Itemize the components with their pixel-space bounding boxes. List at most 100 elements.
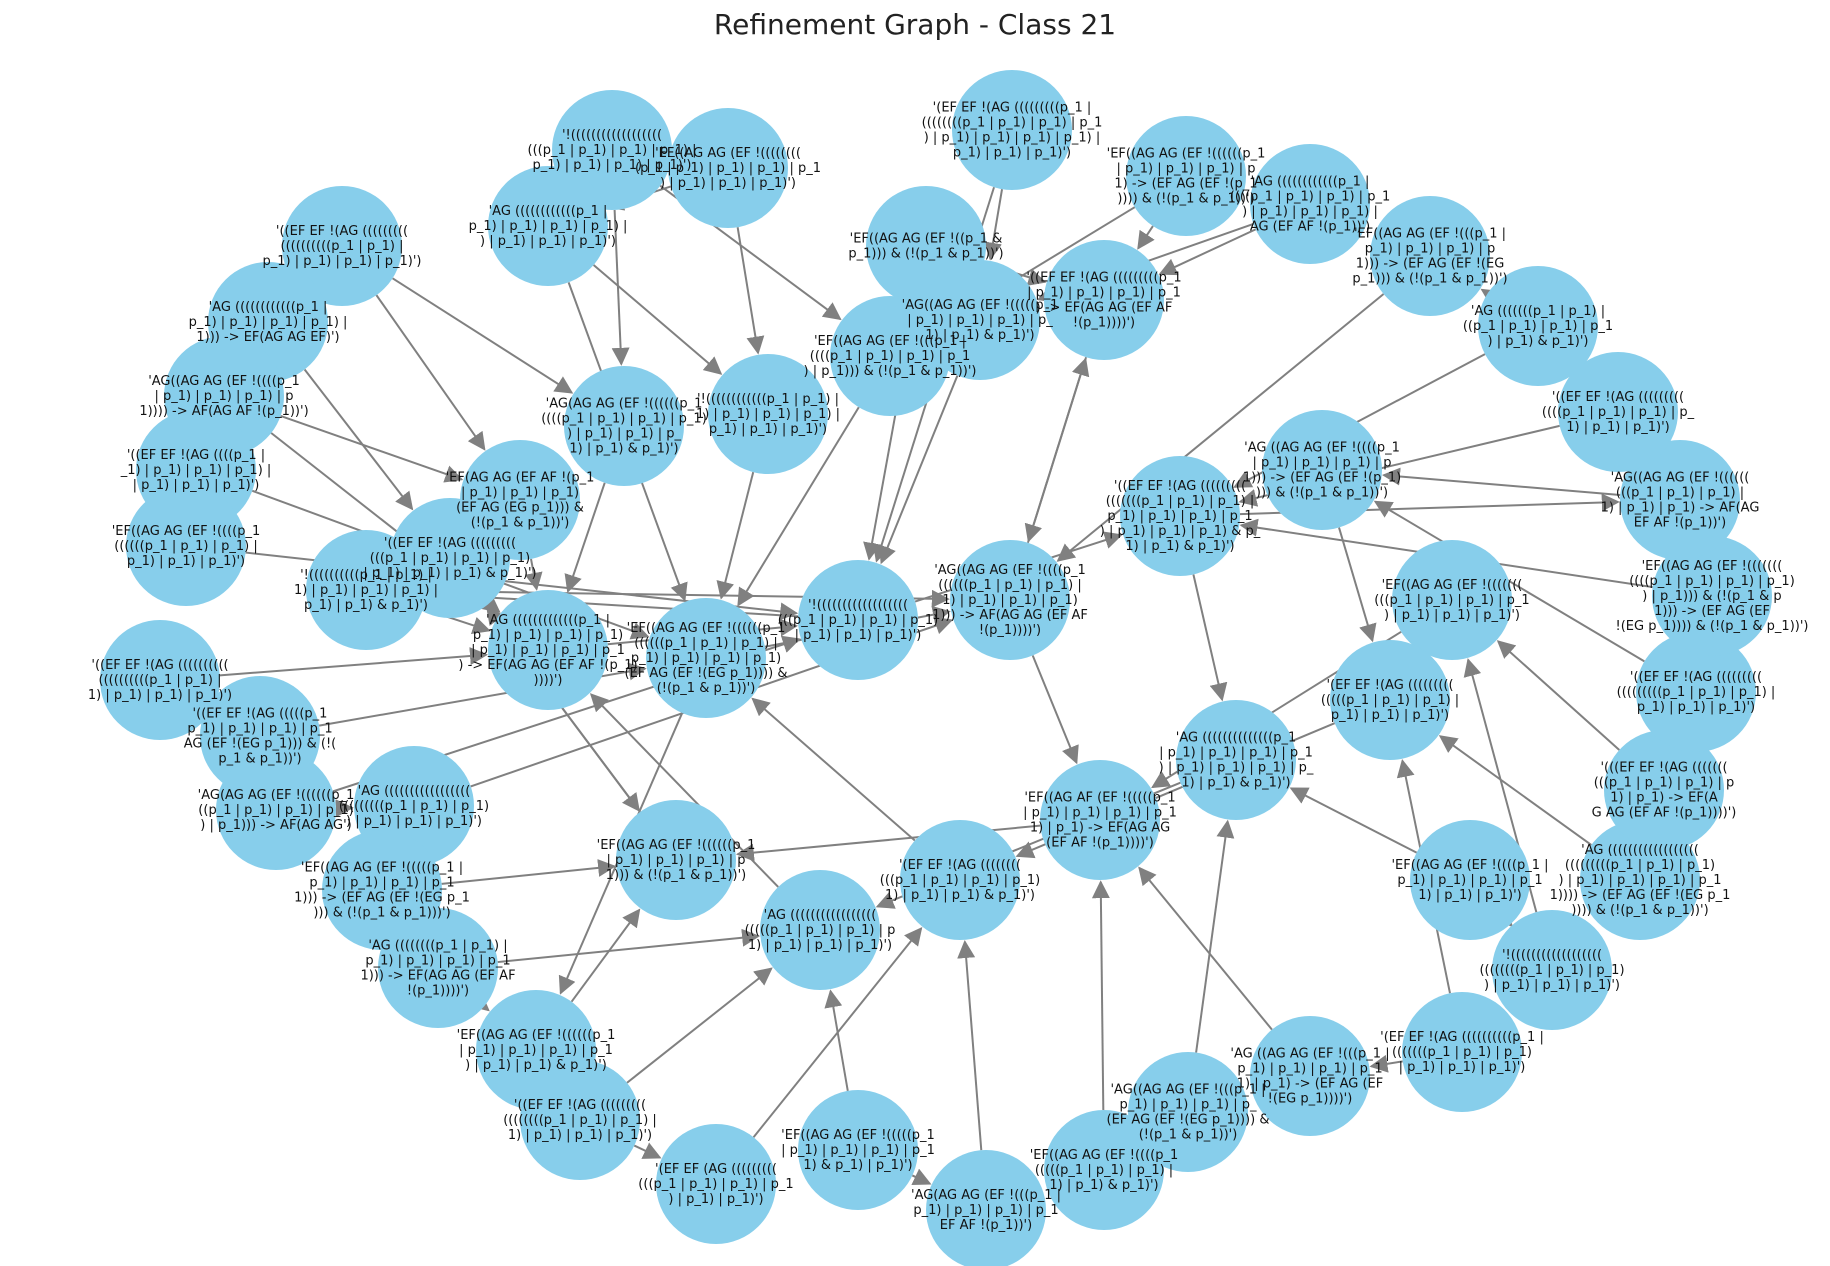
node-label: 'AG ((((((((((((((((((((((((((p_1 | p_1)… <box>339 784 489 829</box>
graph-edge <box>716 471 755 600</box>
labels-layer: '(EF EF !(AG (((((((((p_1 |((((((((p_1 |… <box>88 101 1809 1234</box>
node-label-line: '((EF EF !(AG (((((((((( <box>91 658 228 673</box>
node-label: 'AG ((((((((((((p_1 |p_1) | p_1) | p_1) … <box>469 204 628 249</box>
node-label-line: (EF AG (EG p_1))) & <box>456 501 584 516</box>
node-circle <box>1620 440 1740 560</box>
node-label: 'AG(AG AG (EF !(((p_1 |p_1) | p_1) | p_1… <box>911 1188 1061 1233</box>
node-label-line: '!(((((((((((((((((( <box>808 598 908 613</box>
node-label-line: '(EF EF (AG ((((((((( <box>655 1162 777 1177</box>
graph-node <box>488 590 608 710</box>
graph-edge <box>1381 467 1621 496</box>
node-circle <box>390 498 510 618</box>
node-label-line: 1))) -> (EF AG (EF !(EG p_1 <box>294 891 470 906</box>
graph-edge <box>879 375 959 565</box>
node-circle <box>1478 266 1598 386</box>
graph-edge <box>524 558 543 591</box>
node-label-line: 1))) -> EF(AG AG EF)') <box>196 330 339 345</box>
graph-node <box>1250 1016 1370 1136</box>
node-label-line: ((((((p_1 | p_1) | p_1) | <box>938 578 1081 593</box>
node-label-line: 'EF((AG AG (EF !(((((p_1 | <box>301 861 463 876</box>
node-label-line: ((((((p_1 | p_1) | p_1) | <box>634 636 777 651</box>
graph-edge <box>1496 640 1620 751</box>
graph-node <box>830 296 950 416</box>
node-label-line: | p_1) | p_1) | p_1) <box>461 486 579 501</box>
node-label-line: (((p_1 | p_1) | p_1) | p <box>1594 776 1735 791</box>
node-label-line: 'EF((AG AG (EF !((((((p_1 <box>1107 147 1266 162</box>
node-circle <box>1410 820 1530 940</box>
node-label: 'EF((AG AG (EF !(((((p_1| p_1) | p_1) | … <box>781 1128 935 1173</box>
node-label-line: 'AG((AG AG (EF !(((((p_1 <box>902 298 1059 313</box>
node-label-line: p_1) | p_1) | p_1)') <box>1637 700 1755 715</box>
node-circle <box>1126 116 1246 236</box>
graph-edge <box>303 368 414 511</box>
graph-edge <box>1091 880 1110 1111</box>
node-label: 'EF((AG AF (EF !(((((p_1| p_1) | p_1) | … <box>1023 791 1177 851</box>
node-label: 'AG ((((((((((((((((((((((p_1 | p_1) | p… <box>745 908 896 953</box>
node-label-line: 1) | p_1) | p_1) | p_1)') <box>508 1128 652 1143</box>
graph-node <box>798 560 918 680</box>
node-label-line: p_1) | p_1) | p_1) | p <box>1365 242 1495 257</box>
node-label-line: '!((((((((((p_1 | p_1) | <box>300 568 432 583</box>
node-label-line: 'AG((AG AG (EF !((((p_1 <box>148 374 300 389</box>
node-label: '((EF EF !(AG (((((((((p_1| p_1) | p_1) … <box>1026 271 1181 331</box>
node-label-line: 1))) -> AF(AG AG (EF AF <box>932 608 1088 623</box>
node-label: '!(((((((((((((((((((((p_1 | p_1) | p_1)… <box>778 598 938 643</box>
node-label-line: 'EF((AG AG (EF !((((((( <box>1642 559 1783 574</box>
node-label-line: 1))) & (!(p_1 & p_1))') <box>606 868 746 883</box>
node-label-line: (EF AF !(p_1))))') <box>1046 836 1154 851</box>
graph-node <box>646 598 766 718</box>
node-label-line: 1))) -> (EF AG (EF !(EG <box>1356 257 1505 272</box>
node-label: '((EF EF !(AG ((((((((((((((((((((p_1 | … <box>88 658 232 703</box>
node-label-line: | p_1) | p_1) | p_1) | p <box>155 389 294 404</box>
node-label-line: 'EF((AG AG (EF !((((((p_1 <box>627 621 786 636</box>
graph-node <box>656 1124 776 1244</box>
node-label-line: 1) | p_1) & p_1)') <box>569 442 678 457</box>
graph-edge <box>633 1142 662 1159</box>
node-label-line: 'AG(AG AG (EF !(((p_1 | <box>911 1188 1061 1203</box>
node-label-line: 1) | p_1) | p_1) -> AF(AG <box>1601 501 1760 516</box>
node-label-line: AG (EF !(EG p_1))) & (!( <box>184 737 336 752</box>
graph-node <box>488 166 608 286</box>
graph-node <box>390 498 510 618</box>
node-circle <box>1370 196 1490 316</box>
graph-edge <box>1056 293 1385 562</box>
node-label-line: (!(p_1 & p_1))') <box>657 681 756 696</box>
node-label-line: ) | p_1) | p_1) & p_1)') <box>465 1058 607 1073</box>
node-circle <box>1040 760 1160 880</box>
graph-edge <box>1192 574 1228 702</box>
graph-edge <box>911 1168 932 1185</box>
node-label-line: 1))) -> EF(AG AG (EF AF <box>360 969 515 984</box>
graph-edge <box>470 992 490 1012</box>
node-label: '(EF EF !(AG ((((((((((p_1 |(((((((p_1 |… <box>1380 1030 1544 1075</box>
node-label: '((EF EF !(AG ((((((((((((((((p_1 | p_1)… <box>1100 479 1261 554</box>
node-label-line: 'EF((AG AG (EF !((((p_1 <box>112 524 261 539</box>
node-label-line: )))) & (!(p_1 & p_1))') <box>1117 192 1254 207</box>
graph-node <box>798 1090 918 1210</box>
node-label-line: 1) | p_1) | p_1)') <box>1566 420 1669 435</box>
node-label-line: '(EF EF !(AG ((((((((( <box>1326 678 1453 693</box>
graph-edge <box>751 697 916 842</box>
node-label: '(EF EF !(AG ((((((((((((((p_1 | p_1) | … <box>1321 678 1459 723</box>
node-label-line: (((p_1 | p_1) | p_1) | p_1 <box>638 1177 793 1192</box>
node-label-line: p_1) | p_1) & p_1)') <box>304 598 428 613</box>
node-label: 'AG ((AG AG (EF !((((p_1| p_1) | p_1) | … <box>1243 441 1401 501</box>
graph-node <box>1120 456 1240 576</box>
graph-node <box>378 908 498 1028</box>
node-label-line: | p_1) | p_1) | p_1) | p_1 <box>1159 746 1313 761</box>
node-label: 'EF((AG AG (EF !((((p_1((((((p_1 | p_1) … <box>112 524 261 569</box>
node-label-line: 'AG (((((((p_1 | p_1) | <box>1471 304 1605 319</box>
node-label-line: '((EF EF !(AG ((((((((( <box>276 224 408 239</box>
node-label-line: ((((p_1 | p_1) | p_1) | p_ <box>1542 405 1695 420</box>
node-label-line: (((p_1 | p_1) | p_1) | p_1 <box>1374 593 1529 608</box>
node-label-line: ))))') <box>534 673 563 688</box>
graph-node <box>1044 1110 1164 1230</box>
node-label: 'EF((AG AG (EF !((((((p_1((((((p_1 | p_1… <box>625 621 788 696</box>
node-circle <box>100 620 220 740</box>
node-label-line: 1) | p_1) | p_1) | p_1) | <box>696 407 840 422</box>
node-label-line: (EF AG (EF !(EG p_1)))) & <box>1107 1113 1270 1128</box>
node-label: 'AG ((AG AG (EF !(((p_1 |p_1) | p_1) | p… <box>1230 1047 1389 1107</box>
graph-edge <box>1373 500 1645 663</box>
node-circle <box>708 354 828 474</box>
graph-edge <box>497 928 761 964</box>
